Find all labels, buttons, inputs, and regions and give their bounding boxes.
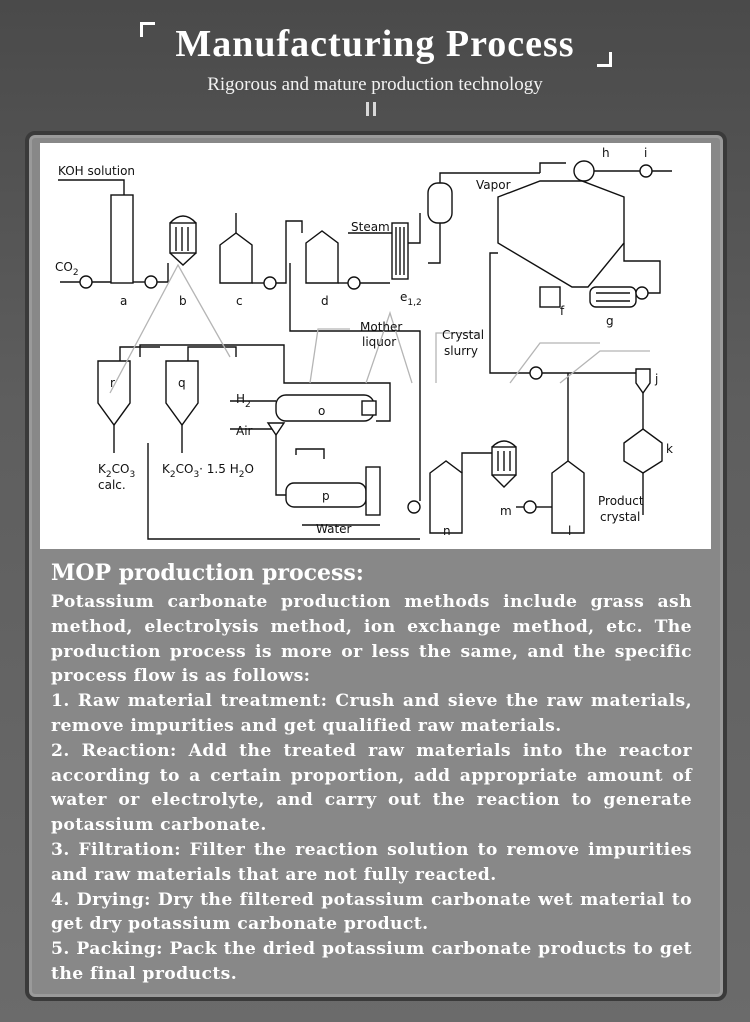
unit-label-d: d <box>321 294 329 308</box>
label-k2co3-hydrate: K2CO3· 1.5 H2O <box>162 462 254 480</box>
unit-label-l: l <box>568 524 571 538</box>
label-co2: CO2 <box>55 260 79 278</box>
page-subtitle: Rigorous and mature production technolog… <box>207 74 543 95</box>
unit-label-g: g <box>606 314 614 328</box>
label-vapor: Vapor <box>476 178 511 192</box>
step-reaction: 2. Reaction: Add the treated raw materia… <box>51 740 692 836</box>
unit-label-b: b <box>179 294 187 308</box>
label-steam: Steam <box>351 220 390 234</box>
label-h2: H2 <box>236 392 251 410</box>
divider-bars <box>366 101 380 120</box>
unit-label-f: f <box>560 304 565 318</box>
unit-label-i: i <box>644 146 647 160</box>
label-crystal-slurry-1: Crystal <box>442 328 484 342</box>
unit-label-k: k <box>666 442 673 456</box>
label-mother-liquor-2: liquor <box>362 335 396 349</box>
step-raw-material: 1. Raw material treatment: Crush and sie… <box>51 691 692 736</box>
page-title: Manufacturing Process <box>175 23 575 65</box>
process-flow-svg: KOH solution CO2 Steam Vapor Mother liqu… <box>55 146 673 540</box>
corner-bracket-top-left <box>140 22 155 37</box>
step-drying: 4. Drying: Dry the filtered potassium ca… <box>51 889 692 935</box>
unit-label-q: q <box>178 376 186 390</box>
unit-label-e: e1,2 <box>400 290 422 308</box>
unit-label-c: c <box>236 294 243 308</box>
label-mother-liquor-1: Mother <box>360 320 402 334</box>
label-k2co3-calc-2: calc. <box>98 478 126 492</box>
corner-bracket-bottom-right <box>597 52 612 67</box>
unit-label-m: m <box>500 504 512 518</box>
label-crystal-slurry-2: slurry <box>444 344 478 358</box>
step-packing: 5. Packing: Pack the dried potassium car… <box>51 939 692 984</box>
unit-label-n: n <box>443 524 451 538</box>
label-koh-solution: KOH solution <box>58 164 135 178</box>
unit-label-h: h <box>602 146 610 160</box>
label-product-crystal-1: Product <box>598 494 644 508</box>
process-description: MOP production process: Potassium carbon… <box>51 560 692 987</box>
unit-label-r: r <box>110 376 115 390</box>
step-filtration: 3. Filtration: Filter the reaction solut… <box>51 839 692 885</box>
unit-label-a: a <box>120 294 127 308</box>
intro-paragraph: Potassium carbonate production methods i… <box>51 592 692 687</box>
label-air: Air <box>236 424 253 438</box>
label-product-crystal-2: crystal <box>600 510 640 524</box>
process-flow-diagram: KOH solution CO2 Steam Vapor Mother liqu… <box>40 143 711 549</box>
unit-label-p: p <box>322 489 330 503</box>
section-heading: MOP production process: <box>51 560 364 586</box>
page-header: Manufacturing Process Rigorous and matur… <box>0 0 750 130</box>
label-water: Water <box>316 522 352 536</box>
unit-label-o: o <box>318 404 325 418</box>
unit-label-j: j <box>654 372 658 386</box>
label-k2co3-calc: K2CO3 <box>98 462 135 480</box>
